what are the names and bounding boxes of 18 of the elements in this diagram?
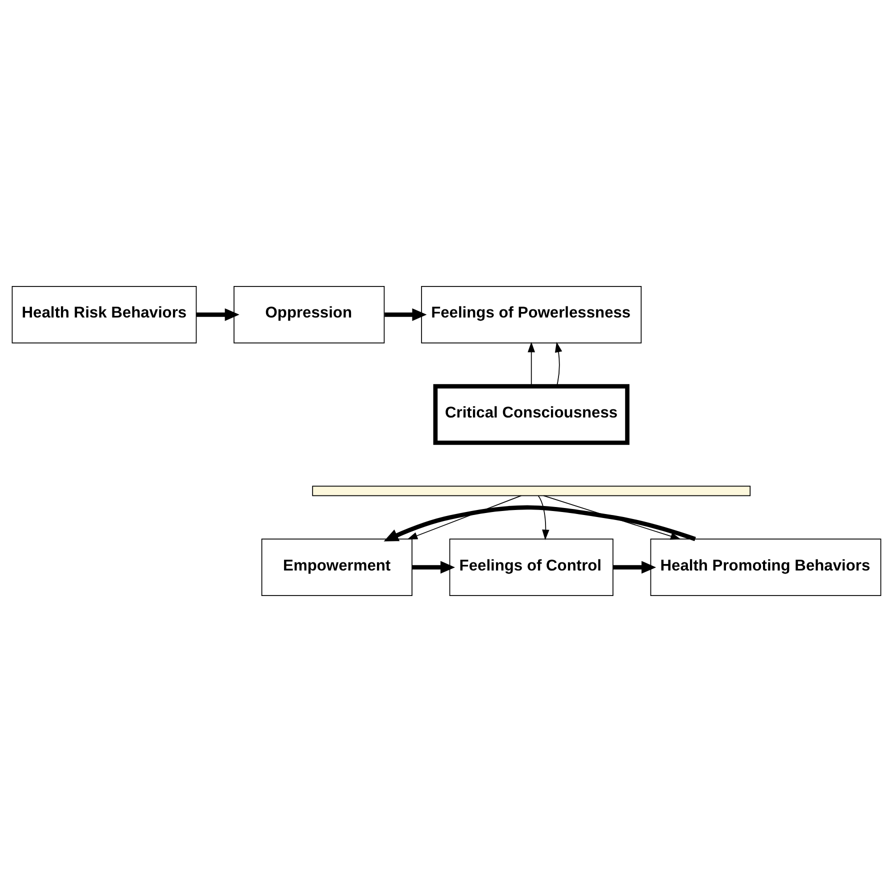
arrow <box>407 495 522 540</box>
arrow <box>196 308 240 322</box>
arrow <box>412 560 456 574</box>
arrow <box>613 560 656 574</box>
node-box: Oppression <box>234 286 385 344</box>
node-box: Health Risk Behaviors <box>12 286 197 344</box>
arrow <box>538 495 550 540</box>
node-bar <box>312 486 751 496</box>
arrow <box>528 342 536 387</box>
arrow <box>384 505 696 542</box>
arrow <box>384 308 427 322</box>
node-box: Health Promoting Behaviors <box>650 538 882 596</box>
node-box: Feelings of Control <box>449 538 614 596</box>
node-box: Feelings of Powerlessness <box>421 286 642 344</box>
arrow <box>543 495 681 540</box>
node-box: Empowerment <box>261 538 412 596</box>
arrow <box>554 342 562 387</box>
node-box: Critical Consciousness <box>433 384 630 445</box>
